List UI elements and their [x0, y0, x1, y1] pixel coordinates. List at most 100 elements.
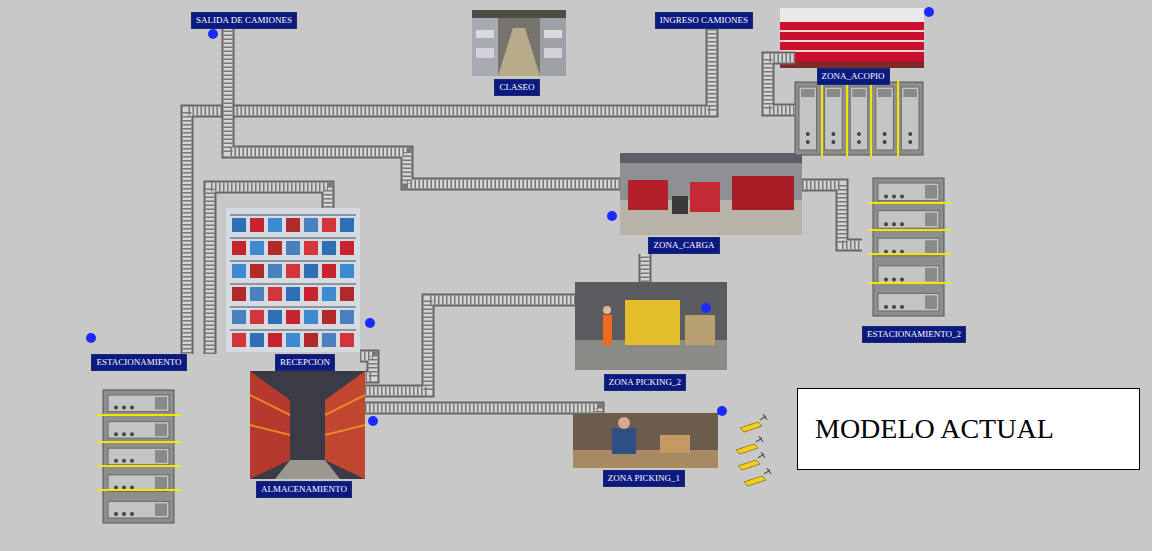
belt-rollers — [365, 408, 598, 413]
truck-icon — [108, 475, 169, 492]
truck-wheel — [892, 222, 896, 226]
photo-crate — [232, 218, 246, 232]
photo-shelf — [230, 237, 356, 239]
truck-wheel — [900, 305, 904, 309]
photo-crate — [340, 333, 354, 347]
truck-icon — [799, 87, 817, 150]
photo-ground — [780, 8, 924, 68]
truck-wheel — [831, 140, 835, 144]
photo-ceiling — [472, 10, 566, 18]
zone-node: SALIDA DE CAMIONES — [191, 12, 297, 29]
photo-forklift — [672, 196, 688, 214]
parking-rack — [868, 178, 951, 316]
truck-icon — [850, 87, 868, 150]
belt-surface — [365, 408, 598, 413]
conveyor-connector — [645, 254, 646, 282]
forklift-body — [736, 444, 758, 454]
truck-wheel — [831, 132, 835, 136]
parking-rack — [795, 80, 923, 157]
photo-ground — [573, 413, 718, 468]
truck-icon — [878, 266, 939, 284]
truck-icon — [876, 87, 894, 150]
truck-cab — [827, 89, 841, 97]
belt-surface — [768, 58, 795, 110]
photo-shelf — [230, 283, 356, 285]
photo-ceiling — [620, 153, 802, 163]
truck-wheel — [900, 195, 904, 199]
photo-ground — [472, 10, 566, 76]
truck-icon — [108, 501, 169, 518]
photo-boxes — [685, 315, 715, 345]
acopio-photo — [780, 8, 924, 68]
truck-cab — [925, 295, 937, 309]
photo-crate — [304, 241, 318, 255]
conveyor-connector — [210, 187, 328, 354]
claseo-photo — [472, 10, 566, 76]
photo-beam — [325, 395, 365, 415]
belt-rollers — [802, 185, 862, 245]
truck-wheel — [908, 140, 912, 144]
zone-node: ESTACIONAMIENTO — [91, 354, 186, 371]
photo-stripe — [780, 40, 924, 42]
truck-cab — [852, 89, 866, 97]
truck-wheel — [806, 140, 810, 144]
rack-frame — [103, 390, 174, 523]
belt-surface — [641, 254, 650, 282]
photo-crate — [322, 333, 336, 347]
conveyor-connector — [360, 356, 373, 377]
photo-crate — [250, 333, 264, 347]
forklift-icon — [740, 414, 767, 432]
truck-wheel — [883, 140, 887, 144]
photo-pallet — [476, 30, 494, 38]
truck-wheel — [892, 305, 896, 309]
truck-wheel — [900, 277, 904, 281]
forklift-mast — [756, 436, 763, 442]
photo-crate — [232, 241, 246, 255]
truck-cab — [801, 89, 815, 97]
station-dot — [924, 7, 934, 17]
zone-label: ZONA PICKING_1 — [603, 470, 685, 487]
photo-crate — [286, 310, 300, 324]
truck-icon — [108, 448, 169, 465]
photo-ground — [226, 208, 360, 352]
rack-frame — [795, 82, 923, 155]
photo-ground — [620, 153, 802, 235]
bay-line — [868, 253, 951, 255]
photo-crate — [250, 218, 264, 232]
zone-label: SALIDA DE CAMIONES — [191, 12, 297, 29]
belt-surface — [365, 300, 575, 391]
photo-worker — [603, 315, 612, 345]
photo-shelf — [230, 306, 356, 308]
truck-wheel — [892, 277, 896, 281]
photo-crate — [268, 241, 282, 255]
station-dot — [208, 29, 218, 39]
forklift-icon — [738, 452, 765, 470]
zone-node: INGRESO CAMIONES — [655, 12, 753, 29]
station-dot — [701, 303, 711, 313]
photo-boxes — [660, 435, 690, 453]
zone-node: ZONA_ACOPIO — [780, 8, 924, 85]
belt-edge — [365, 300, 575, 391]
conveyor-connector — [228, 29, 620, 184]
truck-icon — [108, 395, 169, 412]
truck-cab — [925, 213, 937, 227]
photo-crate — [232, 287, 246, 301]
belt-rollers — [768, 58, 795, 110]
zone-label: INGRESO CAMIONES — [655, 12, 753, 29]
zone-node: ZONA_CARGA — [620, 153, 802, 254]
photo-worker — [603, 306, 611, 314]
photo-crates — [780, 22, 924, 62]
photo-crate — [304, 310, 318, 324]
photo-floor — [498, 28, 540, 76]
carga-photo — [620, 153, 802, 235]
photo-floor — [275, 460, 340, 479]
rack-frame — [873, 178, 944, 316]
truck-wheel — [114, 459, 118, 463]
belt-rollers — [210, 187, 328, 354]
photo-pallet — [690, 182, 720, 212]
truck-wheel — [130, 512, 134, 516]
photo-pallet — [544, 48, 562, 58]
photo-crate — [286, 218, 300, 232]
belt-edge — [639, 254, 652, 282]
photo-crate — [232, 264, 246, 278]
